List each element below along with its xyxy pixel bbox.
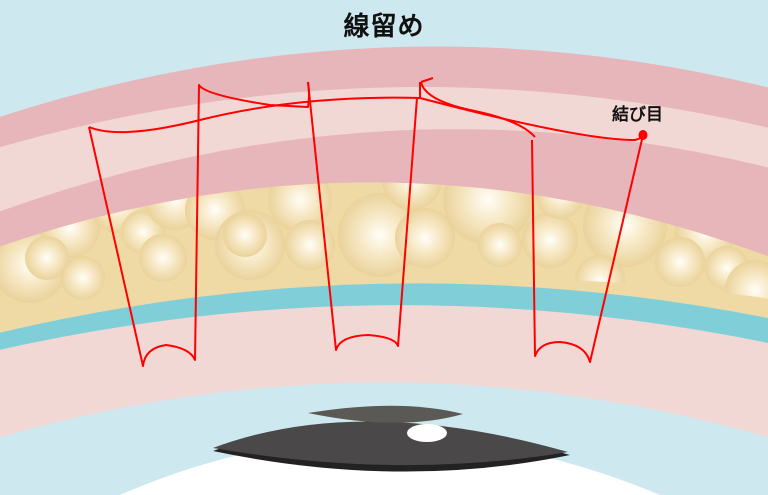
- diagram-title: 線留め: [343, 12, 425, 42]
- iris: [213, 405, 570, 472]
- suture-loop-2: [307, 81, 418, 351]
- suture-loop-3: [531, 134, 644, 363]
- iris-highlight: [407, 424, 447, 442]
- knot-dot: [638, 130, 648, 140]
- surface-thread: [88, 96, 644, 141]
- knot-label: 結び目: [612, 105, 663, 125]
- dermis-layer: [0, 87, 768, 212]
- suture-threads: [88, 77, 644, 367]
